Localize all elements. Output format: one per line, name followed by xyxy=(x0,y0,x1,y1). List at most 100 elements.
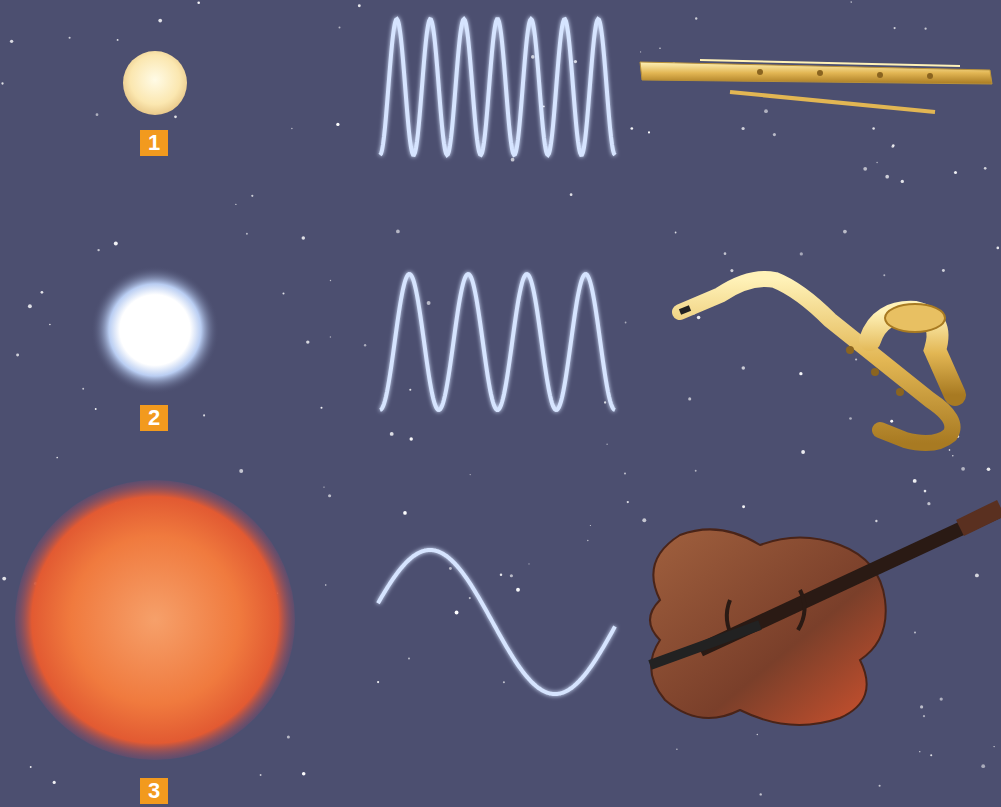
star-dot xyxy=(408,658,410,660)
star-dot xyxy=(396,230,400,234)
star-dot xyxy=(287,735,290,738)
star-dot xyxy=(377,681,379,683)
star-dot xyxy=(875,520,877,522)
star-dot xyxy=(901,180,904,183)
star-dot xyxy=(330,336,331,337)
star-dot xyxy=(891,145,894,148)
star-dot xyxy=(993,746,994,747)
star-dot xyxy=(764,109,768,113)
star-dot xyxy=(742,127,745,130)
star-dot xyxy=(894,27,896,29)
star-dot xyxy=(516,588,520,592)
star-dot xyxy=(528,563,529,564)
star-dot xyxy=(695,470,697,472)
star-dot xyxy=(659,47,661,49)
star-dot xyxy=(409,389,411,391)
star-dot xyxy=(590,525,591,526)
star-dot xyxy=(942,269,945,272)
star-dot xyxy=(630,127,633,130)
callout-number: 3 xyxy=(140,778,168,804)
star-dot xyxy=(648,131,650,133)
star-dot xyxy=(954,171,957,174)
star-dot xyxy=(890,420,893,423)
star-dot xyxy=(640,51,641,52)
star-dot xyxy=(757,734,758,735)
star-dot xyxy=(872,127,875,130)
star-dot xyxy=(16,354,19,357)
star-dot xyxy=(923,715,925,717)
star-dot xyxy=(885,175,889,179)
star-dot xyxy=(574,60,577,63)
star-dot xyxy=(302,772,306,776)
star-dot xyxy=(95,408,97,410)
star-dot xyxy=(323,486,324,487)
star-dot xyxy=(56,457,58,459)
star-dot xyxy=(69,37,71,39)
star-dot xyxy=(883,274,885,276)
star-dot xyxy=(510,574,513,577)
wave xyxy=(380,274,615,410)
star-dot xyxy=(996,247,999,250)
star-dot xyxy=(390,432,394,436)
star-dot xyxy=(1,82,3,84)
star-dot xyxy=(606,444,607,445)
callout-number: 1 xyxy=(140,130,168,156)
star-dot xyxy=(427,301,431,305)
star-dot xyxy=(849,417,852,420)
star-dot xyxy=(325,584,327,586)
star-dot xyxy=(500,573,502,575)
star-dot xyxy=(924,28,926,30)
star-dot xyxy=(975,573,979,577)
star-dot xyxy=(531,55,535,59)
star-dot xyxy=(2,577,6,581)
wave xyxy=(380,19,615,155)
star-dot xyxy=(117,39,119,41)
star-dot xyxy=(800,252,803,255)
white-star xyxy=(91,266,219,394)
star-dot xyxy=(246,233,248,235)
star-dot xyxy=(675,232,677,234)
star-dot xyxy=(114,241,118,245)
callout-number: 2 xyxy=(140,405,168,431)
star-dot xyxy=(855,358,857,360)
star-dot xyxy=(53,781,56,784)
star-dot xyxy=(203,414,205,416)
star-dot xyxy=(961,467,965,471)
star-dot xyxy=(930,754,932,756)
star-dot xyxy=(924,490,927,493)
star-dot xyxy=(604,401,606,403)
star-dot xyxy=(688,397,691,400)
star-dot xyxy=(625,322,627,324)
saxophone xyxy=(680,279,955,443)
star-dot xyxy=(470,474,471,475)
star-dot xyxy=(320,407,322,409)
star-dot xyxy=(742,366,746,370)
star-dot xyxy=(773,133,776,136)
star-dot xyxy=(339,27,341,29)
star-dot xyxy=(892,144,895,147)
star-dot xyxy=(695,17,697,19)
star-dot xyxy=(697,316,701,320)
star-dot xyxy=(328,494,331,497)
star-dot xyxy=(863,167,867,171)
star-dot xyxy=(455,611,459,615)
star-dot xyxy=(511,158,515,162)
star-dot xyxy=(876,162,877,163)
star-dot xyxy=(642,518,646,522)
star-dot xyxy=(282,293,284,295)
star-dot xyxy=(850,1,852,3)
star-dot xyxy=(49,324,50,325)
star-dot xyxy=(239,469,243,473)
star-dot xyxy=(913,479,917,483)
star-dot xyxy=(10,40,13,43)
star-dot xyxy=(469,597,471,599)
star-dot xyxy=(940,697,943,700)
star-dot xyxy=(949,449,951,451)
star-dot xyxy=(920,705,923,708)
star-dot xyxy=(503,681,505,683)
flute xyxy=(640,60,992,112)
star-dot xyxy=(799,372,802,375)
star-dot xyxy=(952,455,954,457)
star-dot xyxy=(28,304,32,308)
